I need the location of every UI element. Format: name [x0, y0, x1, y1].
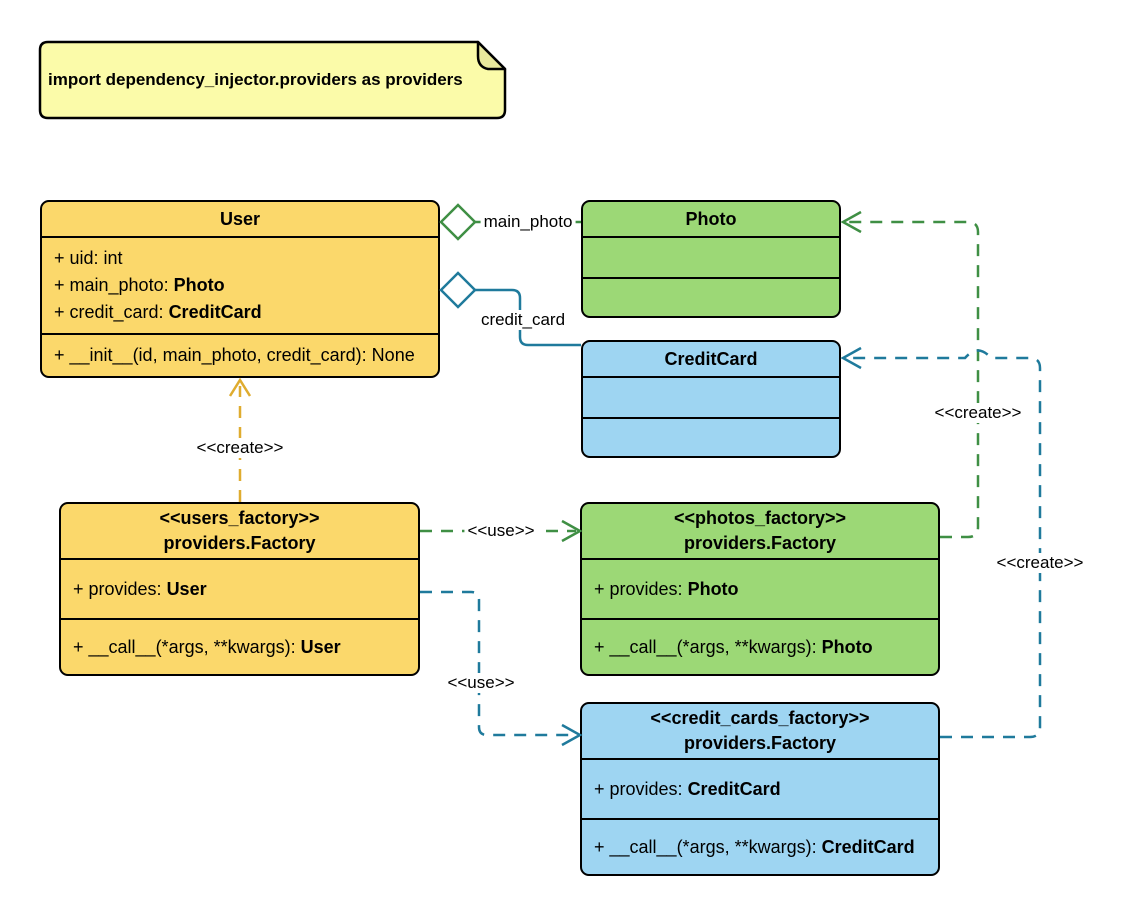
class-user-attributes: + uid: int + main_photo: Photo + credit_… [42, 236, 438, 333]
create-user-arrowhead-icon [228, 377, 252, 397]
attribute-credit-card: + credit_card: CreditCard [54, 302, 262, 322]
create-credit-card-arrowhead-icon [840, 346, 862, 370]
class-credit-cards-factory-methods: + __call__(*args, **kwargs): CreditCard [582, 818, 938, 874]
stereotype: <<photos_factory>> [673, 508, 847, 528]
use-photos-arrowhead-icon [561, 519, 583, 543]
edge-label-use-photos: <<use>> [464, 521, 538, 541]
attribute-provides: + provides: CreditCard [594, 778, 781, 799]
method-call: + __call__(*args, **kwargs): CreditCard [594, 836, 915, 857]
note: import dependency_injector.providers as … [48, 70, 463, 89]
edge-label-create-credit-card: <<create>> [993, 553, 1087, 573]
class-user-title: User [219, 208, 261, 229]
stereotype: <<users_factory>> [159, 508, 320, 528]
class-credit-card-title: CreditCard [664, 348, 758, 369]
class-users-factory-attributes: + provides: User [61, 558, 418, 618]
create-photo-arrowhead-icon [840, 210, 862, 234]
class-photo: Photo [581, 200, 841, 318]
class-users-factory-title: <<users_factory>> providers.Factory [159, 508, 320, 553]
class-credit-card: CreditCard [581, 340, 841, 458]
class-credit-card-attributes [583, 376, 839, 417]
create-photo-line [847, 220, 980, 539]
class-credit-cards-factory-title: <<credit_cards_factory>> providers.Facto… [650, 708, 870, 753]
edge-label-create-user: <<create>> [193, 438, 287, 458]
class-photos-factory-methods: + __call__(*args, **kwargs): Photo [582, 618, 938, 674]
attribute-uid: + uid: int [54, 248, 123, 268]
aggregation-credit-card-diamond-icon [439, 271, 477, 309]
aggregation-main-photo-diamond-icon [439, 203, 477, 241]
use-credit-cards-arrowhead-icon [561, 723, 583, 747]
edge-label-main-photo: main_photo [480, 212, 576, 232]
edge-label-use-credit-cards: <<use>> [444, 673, 518, 693]
edge-label-create-photo: <<create>> [931, 403, 1025, 423]
attribute-main-photo: + main_photo: Photo [54, 275, 225, 295]
class-credit-card-methods [583, 417, 839, 456]
method-call: + __call__(*args, **kwargs): User [73, 636, 341, 657]
stereotype: <<credit_cards_factory>> [650, 708, 870, 728]
method-init: + __init__(id, main_photo, credit_card):… [54, 345, 415, 365]
use-credit-cards-line [420, 590, 576, 737]
attribute-provides: + provides: User [73, 578, 207, 599]
method-call: + __call__(*args, **kwargs): Photo [594, 636, 873, 657]
class-photos-factory-attributes: + provides: Photo [582, 558, 938, 618]
class-photo-title: Photo [685, 208, 737, 229]
class-photos-factory: <<photos_factory>> providers.Factory + p… [580, 502, 940, 676]
edge-label-credit-card: credit_card [477, 310, 569, 330]
class-credit-cards-factory-attributes: + provides: CreditCard [582, 758, 938, 818]
class-photos-factory-title: <<photos_factory>> providers.Factory [673, 508, 847, 553]
class-photo-methods [583, 277, 839, 316]
class-users-factory: <<users_factory>> providers.Factory + pr… [59, 502, 420, 676]
attribute-provides: + provides: Photo [594, 578, 739, 599]
class-user: User + uid: int + main_photo: Photo + cr… [40, 200, 440, 378]
class-users-factory-methods: + __call__(*args, **kwargs): User [61, 618, 418, 674]
note-fold-icon [476, 40, 507, 71]
class-user-methods: + __init__(id, main_photo, credit_card):… [42, 333, 438, 376]
class-credit-cards-factory: <<credit_cards_factory>> providers.Facto… [580, 702, 940, 876]
class-photo-attributes [583, 236, 839, 277]
